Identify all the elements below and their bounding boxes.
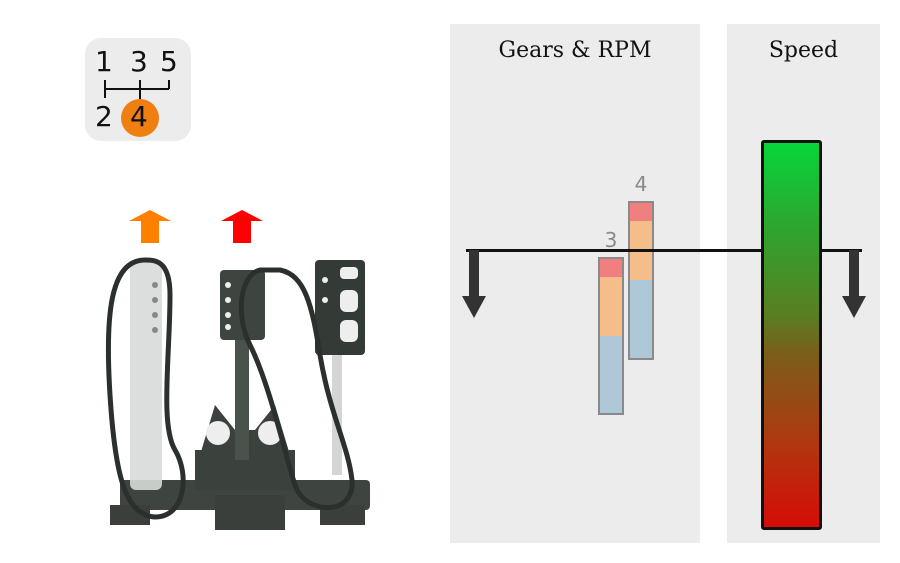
gear-shift-pattern: 1 3 5 2 4 [85,38,191,141]
gear-3-label: 3 [130,45,148,78]
speed-gradient-bar [761,140,822,530]
shift-threshold-line [466,249,862,252]
gear-3-bar-label: 3 [604,228,618,252]
right-down-arrow-icon [842,250,866,318]
selected-gear-indicator [121,99,159,137]
gear-4-rpm-bar [628,201,654,360]
rpm-low-segment [600,336,622,413]
rpm-low-segment [630,280,652,358]
gears-rpm-panel: Gears & RPM [450,24,700,543]
gears-rpm-title: Gears & RPM [498,38,652,63]
gear-4-bar-label: 4 [634,172,648,196]
shift-gate-lines [104,80,170,100]
gear-4-label: 4 [130,100,148,133]
gear-2-label: 2 [95,100,113,133]
gear-5-label: 5 [160,45,178,78]
rpm-redline-segment [630,203,652,221]
rpm-redline-segment [600,259,622,277]
clutch-up-arrow-icon [129,210,171,243]
rpm-mid-segment [600,277,622,336]
gear-1-label: 1 [95,45,113,78]
left-down-arrow-icon [462,250,486,318]
pedal-set-image [105,257,370,530]
gear-3-rpm-bar [598,257,624,415]
brake-up-arrow-icon [221,210,263,243]
speed-title: Speed [768,38,839,63]
